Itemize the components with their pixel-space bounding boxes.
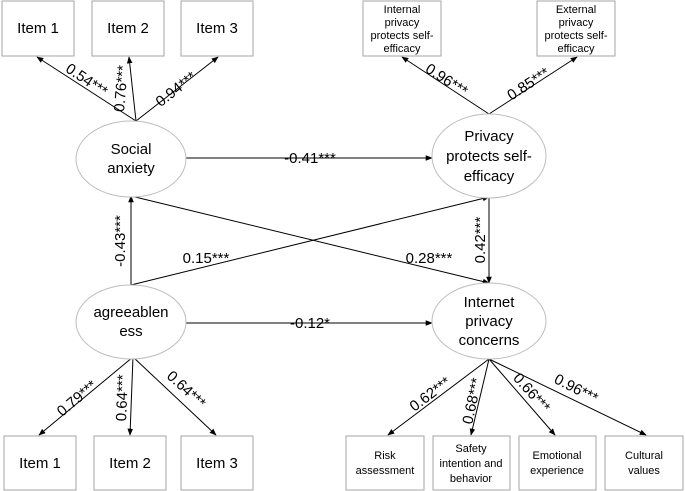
internal-privacy-line1: Internal	[384, 4, 421, 16]
risk-assessment-line1: Risk	[374, 450, 396, 462]
item1-bottom-box: Item 1	[3, 435, 77, 491]
item3-bottom-label: Item 3	[196, 455, 238, 472]
coef-sa-ipc: 0.28***	[406, 250, 453, 267]
item2-top-label: Item 2	[107, 20, 149, 37]
coef-sa-item3: 0.94***	[153, 68, 200, 110]
edge-ipc-safety	[469, 358, 490, 436]
external-privacy-line2: privacy	[559, 17, 594, 29]
coef-pse-ipc: 0.42***	[472, 216, 489, 263]
social-anxiety-node: Social anxiety	[75, 120, 187, 198]
internet-privacy-concerns-line2: privacy	[465, 313, 513, 330]
external-privacy-box: External privacy protects self- efficacy	[536, 0, 616, 57]
agreeableness-line1: agreeablen	[93, 304, 168, 321]
internal-privacy-line4: efficacy	[383, 43, 421, 55]
edge-pse-internal	[401, 56, 490, 115]
internal-privacy-line3: protects self-	[371, 30, 434, 42]
edge-sa-item2-top	[126, 56, 137, 122]
emotional-experience-line1: Emotional	[533, 450, 582, 462]
safety-intention-line3: behavior	[450, 473, 493, 485]
item1-bottom-label: Item 1	[19, 455, 61, 472]
edge-pse-external	[488, 56, 578, 115]
social-anxiety-line2: anxiety	[107, 160, 155, 177]
edge-ipc-cultural	[488, 358, 647, 436]
coef-ipc-risk: 0.62***	[407, 373, 455, 415]
emotional-experience-box: Emotional experience	[518, 435, 597, 491]
edge-sa-item1-top	[36, 56, 137, 122]
safety-intention-line2: intention and	[440, 458, 503, 470]
coef-pse-internal: 0.96***	[422, 60, 471, 100]
edge-ag-item3-bottom	[132, 356, 217, 436]
item3-bottom-box: Item 3	[180, 435, 254, 491]
internet-privacy-concerns-line3: concerns	[459, 332, 520, 349]
edge-ag-pse	[130, 195, 490, 286]
edge-sa-item3-top	[135, 56, 219, 122]
privacy-self-efficacy-line2: protects self-	[446, 148, 532, 165]
internal-privacy-line2: privacy	[385, 17, 420, 29]
privacy-self-efficacy-line1: Privacy	[464, 128, 514, 145]
coef-ag-ipc: -0.12*	[290, 315, 330, 332]
social-anxiety-line1: Social	[111, 141, 152, 158]
emotional-experience-line2: experience	[530, 465, 584, 477]
external-privacy-line4: efficacy	[557, 43, 595, 55]
cultural-values-box: Cultural values	[604, 435, 684, 491]
internet-privacy-concerns-line1: Internet	[464, 294, 516, 311]
coef-ag-item2: 0.64***	[113, 374, 132, 421]
cultural-values-line1: Cultural	[625, 450, 663, 462]
coef-ag-item3: 0.64***	[163, 368, 209, 412]
coef-sa-item2: 0.76***	[111, 64, 132, 112]
item2-bottom-box: Item 2	[93, 435, 167, 491]
item2-bottom-label: Item 2	[109, 455, 151, 472]
agreeableness-line2: ess	[119, 323, 142, 340]
edge-ag-item1-bottom	[38, 356, 134, 436]
coef-pse-external: 0.85***	[504, 64, 553, 104]
coef-ag-item1: 0.79***	[54, 377, 101, 420]
item2-top-box: Item 2	[91, 0, 165, 57]
external-privacy-line3: protects self-	[545, 30, 608, 42]
item3-top-box: Item 3	[180, 0, 254, 57]
item1-top-label: Item 1	[17, 20, 59, 37]
coef-sa-pse: -0.41***	[284, 150, 336, 167]
internal-privacy-box: Internal privacy protects self- efficacy	[362, 0, 442, 57]
edge-sa-ipc	[130, 195, 490, 285]
item1-top-box: Item 1	[1, 0, 75, 57]
external-privacy-line1: External	[556, 4, 596, 16]
edge-ag-item2-bottom	[127, 356, 134, 436]
privacy-self-efficacy-line3: efficacy	[464, 168, 515, 185]
privacy-self-efficacy-node: Privacy protects self- efficacy	[431, 113, 547, 199]
safety-intention-line1: Safety	[455, 443, 487, 455]
safety-intention-box: Safety intention and behavior	[432, 435, 511, 491]
edge-ipc-risk	[387, 358, 490, 436]
risk-assessment-line2: assessment	[356, 465, 415, 477]
item3-top-label: Item 3	[196, 20, 238, 37]
coef-ipc-safety: 0.68***	[459, 376, 485, 425]
risk-assessment-box: Risk assessment	[345, 435, 425, 491]
coef-sa-item1: 0.54***	[62, 60, 110, 100]
coef-ag-sa: -0.43***	[112, 215, 129, 267]
coef-ipc-cultural: 0.96***	[551, 371, 600, 407]
coef-ag-pse: 0.15***	[183, 250, 230, 267]
internet-privacy-concerns-node: Internet privacy concerns	[431, 282, 547, 360]
agreeableness-node: agreeablen ess	[75, 284, 187, 360]
cultural-values-line2: values	[628, 465, 660, 477]
coef-ipc-emotional: 0.66***	[509, 370, 553, 416]
edge-ipc-emotional	[488, 358, 556, 436]
